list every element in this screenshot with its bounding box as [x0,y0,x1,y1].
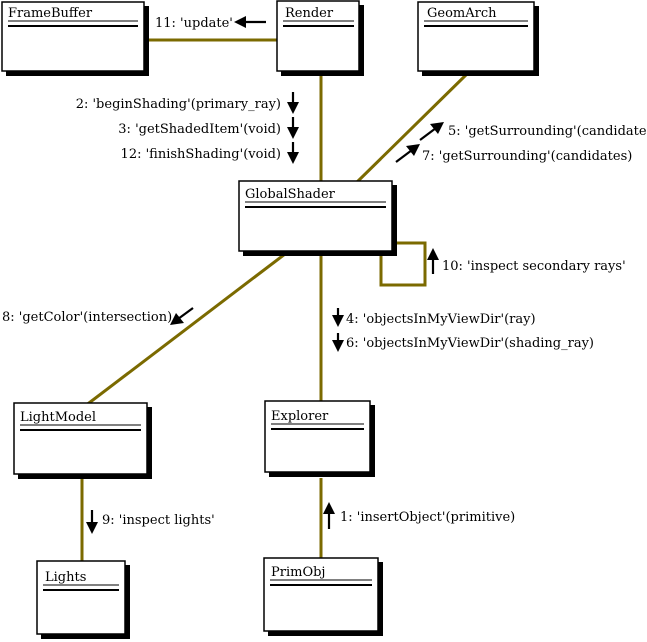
object-explorer[interactable]: Explorer [264,400,375,477]
message-labels: 11: 'update' 2: 'beginShading'(primary_r… [2,16,647,528]
arrow-up-icon [427,248,439,274]
object-framebuffer[interactable]: FrameBuffer [1,1,149,76]
message-5-label: 5: 'getSurrounding'(candidates) [448,124,647,139]
arrow-down-icon [86,510,98,534]
object-render[interactable]: Render [276,0,364,76]
links [80,38,471,563]
object-title-lightmodel: LightModel [20,410,96,425]
arrow-down-icon [287,117,299,139]
message-2-label: 2: 'beginShading'(primary_ray) [76,97,281,112]
object-title-render: Render [285,6,334,21]
object-lightmodel[interactable]: LightModel [13,402,152,479]
message-11-label: 11: 'update' [155,16,233,31]
arrow-down-icon [287,142,299,164]
object-primobj[interactable]: PrimObj [263,557,383,636]
message-7-label: 7: 'getSurrounding'(candidates) [422,149,632,164]
message-12-label: 12: 'finishShading'(void) [121,147,281,162]
link-geomarch-globalshader [353,70,471,186]
message-3-label: 3: 'getShadedItem'(void) [118,122,281,137]
message-4-label: 4: 'objectsInMyViewDir'(ray) [346,312,536,327]
object-title-framebuffer: FrameBuffer [8,6,93,21]
object-globalshader[interactable]: GlobalShader [238,180,397,256]
arrow-down-icon [332,308,344,327]
arrow-down-left-icon [170,307,194,325]
object-lights[interactable]: Lights [36,560,130,639]
link-globalshader-self [379,241,427,287]
object-title-explorer: Explorer [271,409,329,424]
arrow-down-icon [332,333,344,352]
message-8-label: 8: 'getColor'(intersection) [2,310,172,325]
message-9-label: 9: 'inspect lights' [102,513,215,528]
arrow-up-icon [323,502,335,529]
arrow-left-icon [234,16,266,28]
arrow-down-icon [287,92,299,114]
object-title-lights: Lights [45,570,86,585]
arrow-up-right-icon [419,122,444,141]
object-geomarch[interactable]: GeomArch [417,1,539,76]
message-1-label: 1: 'insertObject'(primitive) [340,510,515,525]
link-globalshader-lightmodel [84,252,286,408]
message-arrows [86,16,444,534]
message-10-label: 10: 'inspect secondary rays' [442,259,626,274]
message-6-label: 6: 'objectsInMyViewDir'(shading_ray) [346,336,594,351]
object-title-primobj: PrimObj [271,565,325,580]
object-title-globalshader: GlobalShader [245,187,336,202]
object-title-geomarch: GeomArch [427,6,497,21]
arrow-up-right-icon [395,144,420,163]
